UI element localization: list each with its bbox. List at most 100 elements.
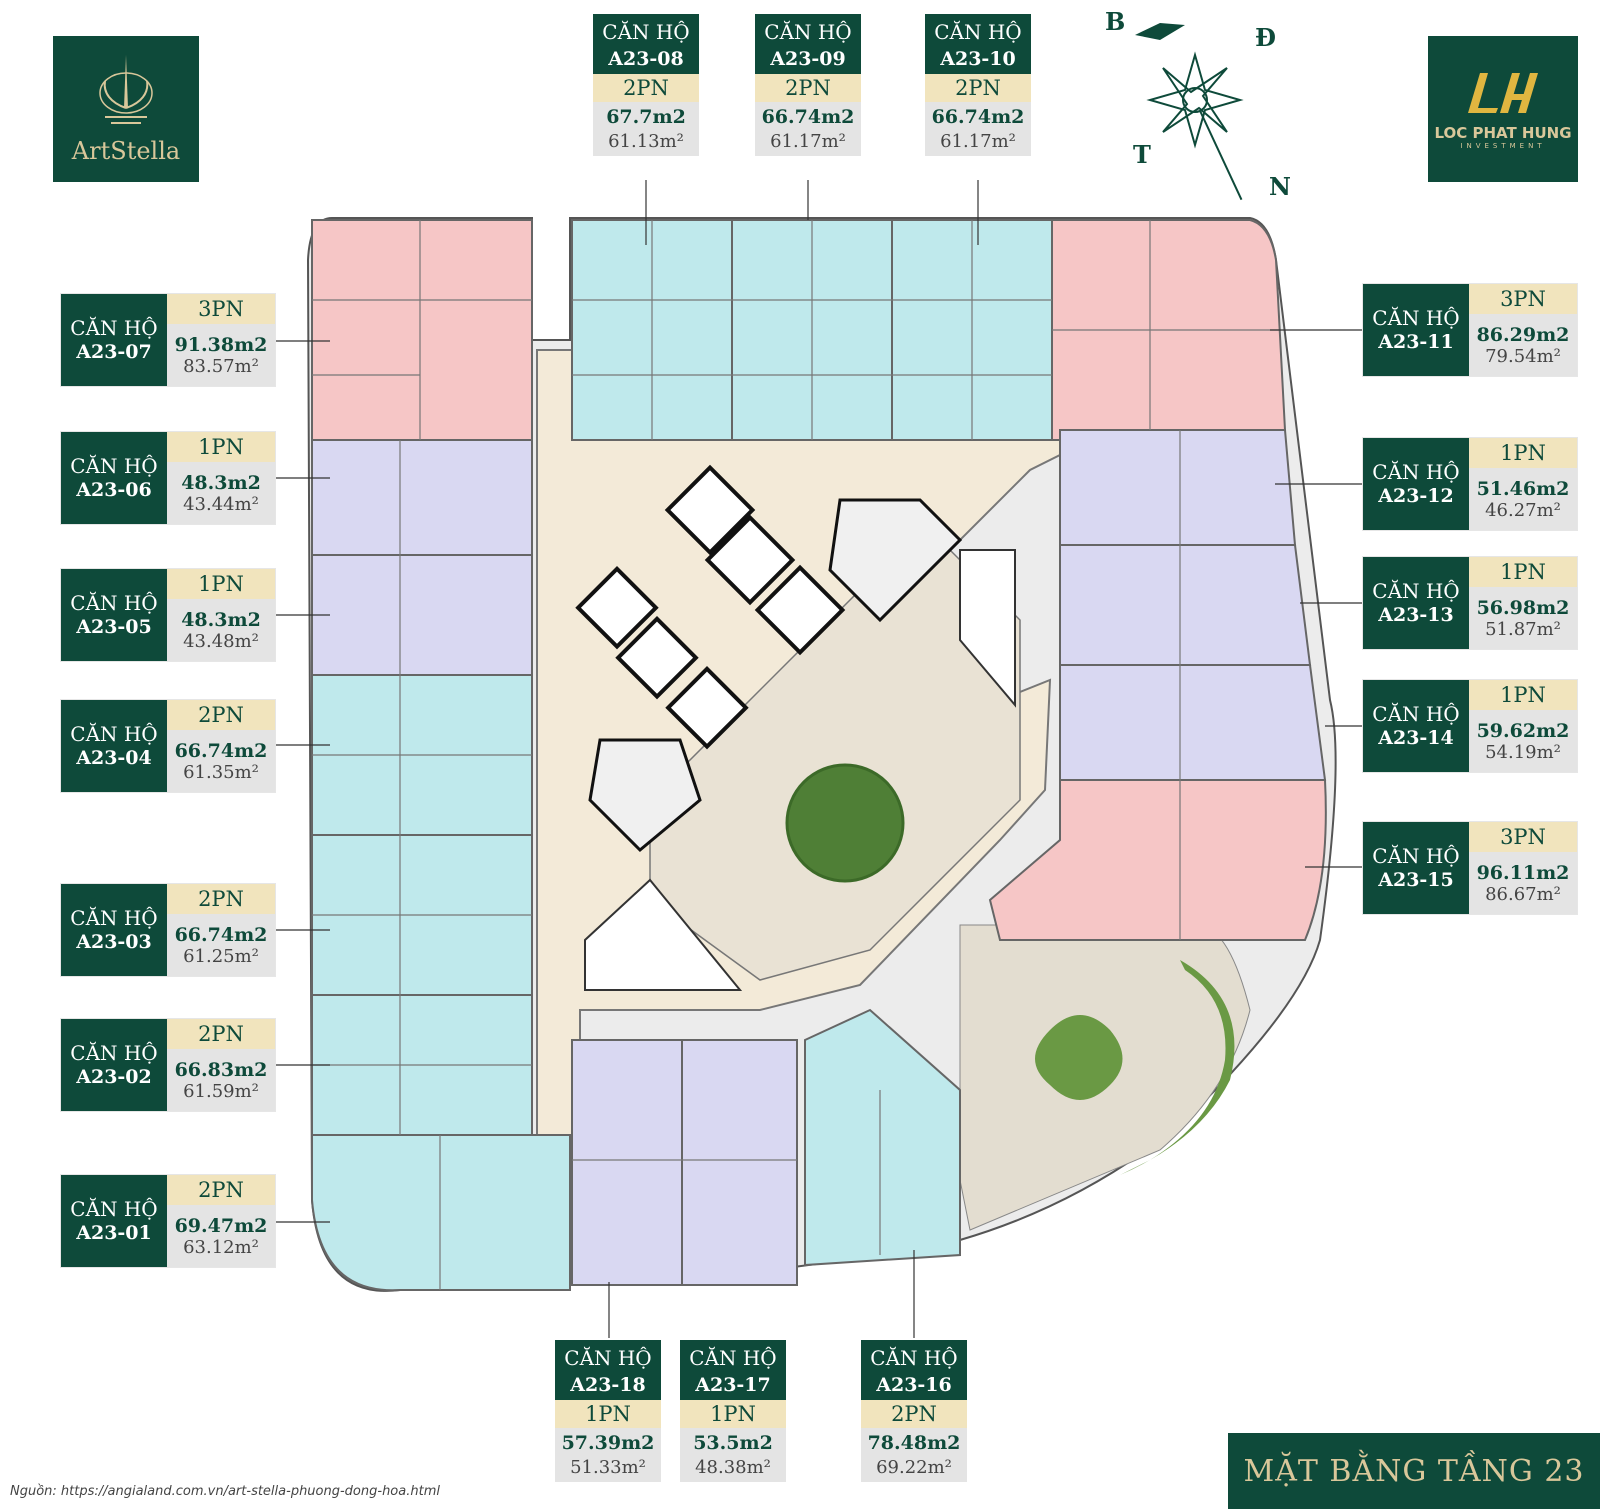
void-south	[584, 878, 743, 991]
unit-card-gross: 96.11m2	[1476, 861, 1570, 884]
unit-card-code: A23-17	[695, 1374, 771, 1396]
unit-card-rooms: 1PN	[1469, 557, 1577, 587]
unit-card-prefix: CĂN HỘ	[70, 905, 158, 930]
unit-card-prefix: CĂN HỘ	[1372, 578, 1460, 603]
service-core	[575, 464, 963, 853]
unit-card-code: A23-10	[940, 48, 1016, 70]
loc-phat-hung-logo: LOC PHAT HUNG INVESTMENT	[1428, 36, 1578, 182]
unit-block-a23-08	[571, 219, 733, 441]
unit-card-prefix: CĂN HỘ	[70, 721, 158, 746]
unit-card-net: 54.19m²	[1485, 741, 1561, 763]
unit-card-prefix: CĂN HỘ	[602, 20, 690, 44]
unit-card-net: 46.27m²	[1485, 499, 1561, 521]
unit-card-rooms: 1PN	[680, 1400, 786, 1428]
compass-rose-icon	[1135, 23, 1244, 201]
unit-card-net: 51.33m²	[570, 1457, 646, 1478]
unit-card-code: A23-16	[876, 1374, 952, 1396]
compass-n-label: N	[1269, 172, 1291, 201]
unit-card-prefix: CĂN HỘ	[1372, 305, 1460, 330]
unit-card-rooms: 2PN	[861, 1400, 967, 1428]
unit-block-a23-09	[731, 219, 893, 441]
unit-card-gross: 69.47m2	[174, 1214, 268, 1237]
unit-card-prefix: CĂN HỘ	[70, 590, 158, 615]
unit-block-a23-06	[311, 439, 533, 556]
unit-block-a23-14	[1059, 664, 1327, 781]
source-credit[interactable]: Nguồn: https://angialand.com.vn/art-stel…	[10, 1484, 440, 1499]
unit-card-rooms: 1PN	[1469, 438, 1577, 468]
garden-area	[959, 924, 1251, 1231]
compass-t-label: T	[1133, 140, 1151, 169]
unit-card-prefix: CĂN HỘ	[1372, 843, 1460, 868]
unit-card-rooms: 1PN	[167, 569, 275, 599]
unit-card-gross: 56.98m2	[1476, 596, 1570, 619]
unit-card-prefix: CĂN HỘ	[70, 1196, 158, 1221]
unit-card-gross: 66.74m2	[931, 106, 1025, 128]
unit-card-net: 51.87m²	[1485, 618, 1561, 640]
unit-card-gross: 86.29m2	[1476, 323, 1570, 346]
unit-card-code: A23-12	[1378, 484, 1454, 507]
unit-card-rooms: 2PN	[925, 74, 1031, 102]
artstella-logo-text: ArtStella	[71, 137, 181, 165]
unit-block-a23-07	[311, 219, 533, 441]
unit-card-gross: 66.83m2	[174, 1058, 268, 1081]
unit-card-prefix: CĂN HỘ	[870, 1346, 958, 1370]
lph-logo-name: LOC PHAT HUNG	[1434, 124, 1572, 142]
unit-card-code: A23-06	[76, 478, 152, 501]
unit-card-rooms: 3PN	[1469, 822, 1577, 852]
unit-card-net: 83.57m²	[183, 355, 259, 377]
unit-card-code: A23-02	[76, 1065, 152, 1088]
unit-block-a23-18	[571, 1039, 683, 1286]
unit-card-gross: 66.74m2	[174, 739, 268, 762]
unit-card-code: A23-09	[770, 48, 846, 70]
unit-card-code: A23-18	[570, 1374, 646, 1396]
garden-lawn	[1035, 1015, 1123, 1100]
unit-card-gross: 91.38m2	[174, 333, 268, 356]
unit-card-gross: 66.74m2	[174, 923, 268, 946]
garden-hedge	[1120, 960, 1235, 1175]
unit-card-gross: 57.39m2	[561, 1432, 655, 1454]
unit-card-net: 43.48m²	[183, 630, 259, 652]
unit-card-gross: 48.3m2	[181, 608, 261, 631]
unit-card-code: A23-08	[608, 48, 684, 70]
unit-card-rooms: 2PN	[755, 74, 861, 102]
artstella-logo: ArtStella	[53, 36, 199, 182]
unit-card-gross: 53.5m2	[693, 1432, 773, 1454]
unit-card-net: 61.25m²	[183, 945, 259, 967]
lph-logo-tagline: INVESTMENT	[1460, 142, 1546, 150]
unit-card-rooms: 2PN	[167, 700, 275, 730]
unit-card-rooms: 2PN	[167, 884, 275, 914]
artstella-emblem-icon	[99, 55, 153, 124]
unit-card-gross: 51.46m2	[1476, 477, 1570, 500]
unit-card-net: 69.22m²	[876, 1457, 952, 1478]
unit-card-code: A23-14	[1378, 726, 1454, 749]
unit-card-code: A23-13	[1378, 603, 1454, 626]
unit-card-prefix: CĂN HỘ	[689, 1346, 777, 1370]
page-title: MẶT BẰNG TẦNG 23	[1228, 1433, 1600, 1509]
unit-card-net: 61.17m²	[770, 131, 846, 152]
unit-card-net: 61.13m²	[608, 131, 684, 152]
unit-block-a23-10	[891, 219, 1053, 441]
unit-card-net: 61.17m²	[940, 131, 1016, 152]
central-lawn	[785, 763, 905, 883]
unit-card-net: 86.67m²	[1485, 883, 1561, 905]
unit-card-gross: 66.74m2	[761, 106, 855, 128]
unit-block-a23-11	[1051, 219, 1287, 441]
